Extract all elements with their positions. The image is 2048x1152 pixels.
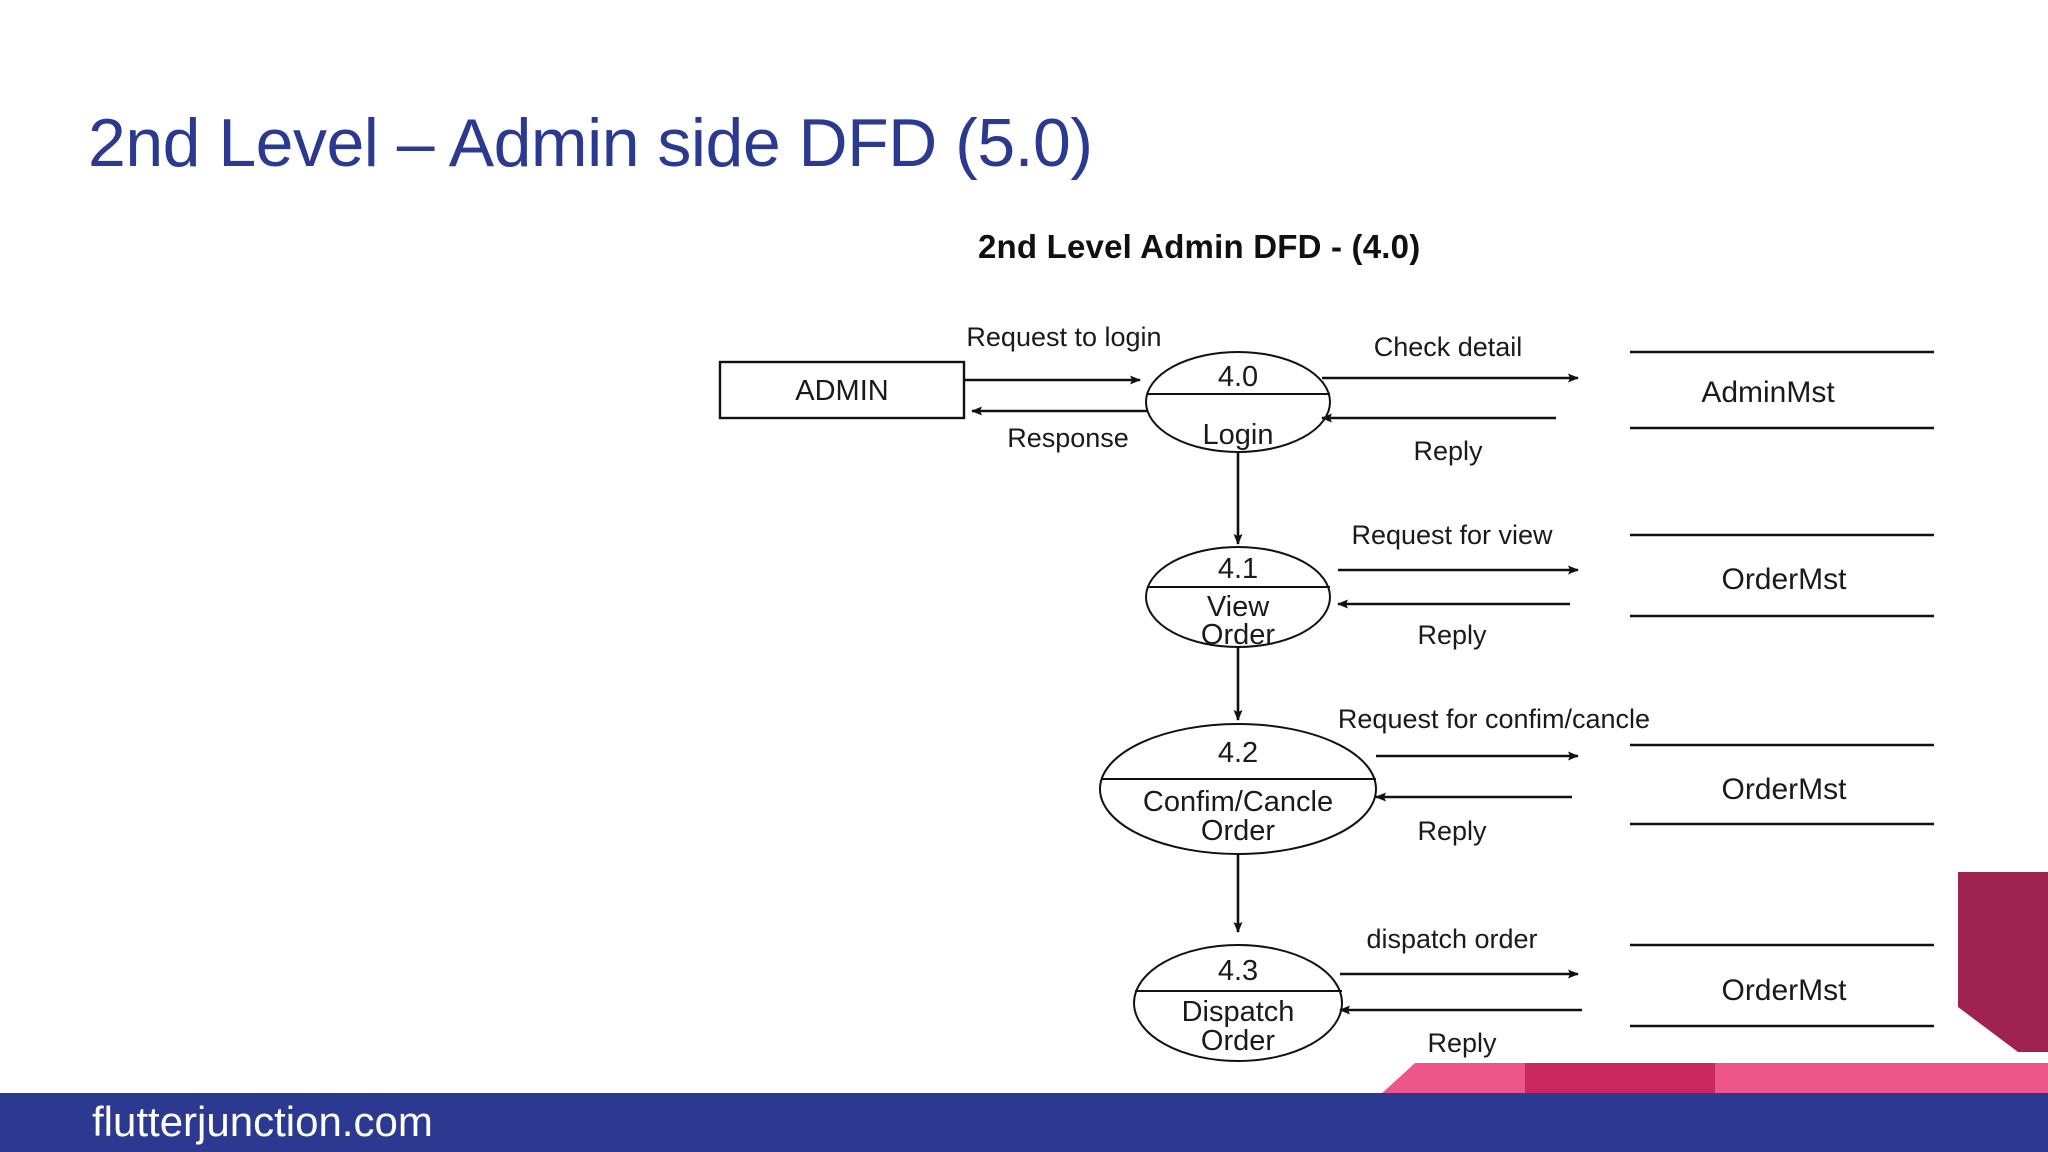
- page-title: 2nd Level – Admin side DFD (5.0): [88, 105, 1093, 181]
- data-store-ordermst-view: OrderMst: [1630, 533, 1934, 618]
- flow-response: Response: [971, 406, 1148, 453]
- diagram-heading: 2nd Level Admin DFD - (4.0): [978, 228, 1421, 265]
- process-4-0: 4.0 Login: [1145, 351, 1331, 453]
- footer-bar: [0, 1093, 2048, 1152]
- flow-dispatch-order: dispatch order: [1340, 924, 1579, 979]
- data-store-ordermst-confirm: OrderMst: [1630, 743, 1934, 826]
- process-4-2: 4.2 Confim/Cancle Order: [1099, 723, 1377, 855]
- flow-label: Request for view: [1351, 520, 1553, 550]
- process-4-1: 4.1 View Order: [1145, 546, 1331, 651]
- flow-reply-confirm: Reply: [1375, 792, 1572, 846]
- external-entity-label: ADMIN: [795, 375, 888, 407]
- data-store-ordermst-dispatch: OrderMst: [1630, 943, 1934, 1028]
- flow-label: Reply: [1417, 620, 1487, 650]
- process-4-1-name-line2: Order: [1201, 619, 1275, 651]
- process-4-0-name: Login: [1203, 419, 1274, 451]
- flow-label: Check detail: [1374, 332, 1523, 362]
- process-4-3-name-line1: Dispatch: [1182, 996, 1295, 1028]
- process-4-3-id: 4.3: [1218, 955, 1258, 987]
- flow-label: Reply: [1417, 816, 1487, 846]
- flow-reply-dispatch: Reply: [1339, 1005, 1582, 1058]
- flow-request-for-confirm-cancel: Request for confim/cancle: [1338, 704, 1650, 761]
- process-4-0-id: 4.0: [1218, 361, 1258, 393]
- process-4-1-id: 4.1: [1218, 553, 1258, 585]
- flow-label: Response: [1007, 423, 1129, 453]
- flow-label: Request to login: [966, 322, 1161, 352]
- flow-reply-view: Reply: [1337, 599, 1570, 650]
- process-4-1-name-line1: View: [1207, 591, 1270, 623]
- data-store-adminmst: AdminMst: [1630, 350, 1934, 430]
- flow-label: Reply: [1427, 1028, 1497, 1058]
- process-4-3-name-line2: Order: [1201, 1025, 1275, 1057]
- process-4-3: 4.3 Dispatch Order: [1133, 944, 1343, 1062]
- process-4-2-name-line2: Order: [1201, 815, 1275, 847]
- flow-reply-adminmst: Reply: [1321, 413, 1556, 466]
- footer-site-label: flutterjunction.com: [92, 1098, 433, 1145]
- flow-label: dispatch order: [1366, 924, 1537, 954]
- data-store-label: OrderMst: [1721, 974, 1847, 1007]
- data-store-label: OrderMst: [1721, 773, 1847, 806]
- process-4-2-name-line1: Confim/Cancle: [1143, 786, 1333, 818]
- data-store-label: OrderMst: [1721, 563, 1847, 596]
- external-entity-admin: ADMIN: [718, 360, 966, 420]
- flow-check-detail: Check detail: [1322, 332, 1579, 383]
- flow-label: Request for confim/cancle: [1338, 704, 1650, 734]
- data-store-label: AdminMst: [1701, 376, 1835, 409]
- flow-label: Reply: [1413, 436, 1483, 466]
- flow-request-for-view: Request for view: [1338, 520, 1579, 575]
- flow-request-to-login: Request to login: [964, 322, 1162, 385]
- process-4-2-id: 4.2: [1218, 737, 1258, 769]
